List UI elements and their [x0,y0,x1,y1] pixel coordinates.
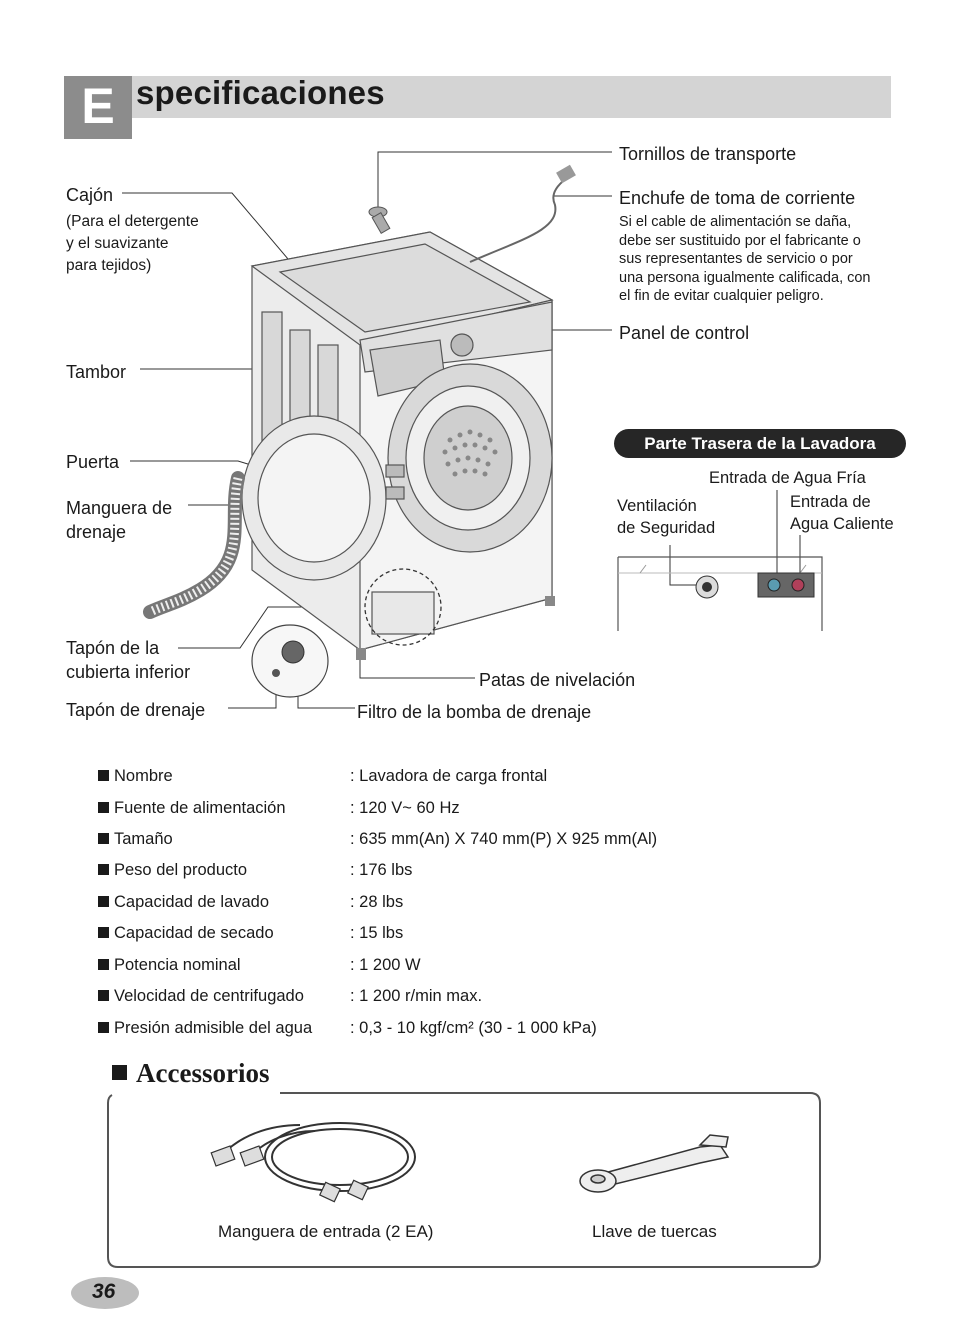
washer-illustration [122,151,612,709]
spec-value-presion: : 0,3 - 10 kgf/cm² (30 - 1 000 kPa) [350,1019,597,1037]
rear-view-title: Parte Trasera de la Lavadora [614,429,906,458]
label-manguera: Manguera de drenaje [66,498,173,542]
label-tambor: Tambor [66,362,127,382]
accessory-inlet-hose-label: Manguera de entrada (2 EA) [218,1222,434,1241]
label-cajon-note: (Para el detergente y el suavizante para… [66,213,199,274]
spec-value-tamano: : 635 mm(An) X 740 mm(P) X 925 mm(Al) [350,830,658,848]
label-patas: Patas de nivelación [479,670,636,690]
spec-label-secado: Capacidad de secado [98,923,274,943]
spec-value-nombre: : Lavadora de carga frontal [350,767,548,785]
spec-value-peso: : 176 lbs [350,861,413,879]
rear-view-diagram [617,490,823,631]
spec-value-potencia: : 1 200 W [350,956,421,974]
enchufe-note: Si el cable de alimentación se daña, deb… [619,214,871,305]
page-title: specificaciones [136,74,385,111]
label-panel: Panel de control [619,323,750,343]
spec-label-velocidad: Velocidad de centrifugado [98,986,304,1006]
label-cold-inlet: Entrada de Agua Fría [709,469,866,487]
label-puerta: Puerta [66,452,120,472]
spec-label-peso: Peso del producto [98,860,247,880]
spec-label-lavado: Capacidad de lavado [98,892,269,912]
label-hot-inlet: Entrada de Agua Caliente [790,493,894,533]
accessory-wrench-label: Llave de tuercas [592,1222,717,1241]
label-cajon: Cajón [66,185,114,205]
spec-value-lavado: : 28 lbs [350,893,404,911]
label-tornillos: Tornillos de transporte [619,144,797,164]
spec-label-potencia: Potencia nominal [98,955,241,975]
label-enchufe: Enchufe de toma de corriente [619,188,856,208]
label-tapon-cubierta: Tapón de la cubierta inferior [66,638,191,682]
spec-value-fuente: : 120 V~ 60 Hz [350,799,460,817]
spec-label-nombre: Nombre [98,766,173,786]
accessories-box [107,1092,821,1268]
spec-value-velocidad: : 1 200 r/min max. [350,987,483,1005]
spec-value-secado: : 15 lbs [350,924,404,942]
section-letter: E [64,76,132,139]
page-number: 36 [92,1280,116,1303]
spec-label-tamano: Tamaño [98,829,173,849]
label-tapon-drenaje: Tapón de drenaje [66,700,206,720]
header-bar [130,76,891,118]
spec-label-presion: Presión admisible del agua [98,1018,312,1038]
label-vent: Ventilación de Seguridad [617,497,716,537]
accessories-title: Accessorios [112,1058,269,1089]
label-filtro: Filtro de la bomba de drenaje [357,702,592,722]
page-number-badge [71,1277,139,1309]
spec-label-fuente: Fuente de alimentación [98,798,286,818]
